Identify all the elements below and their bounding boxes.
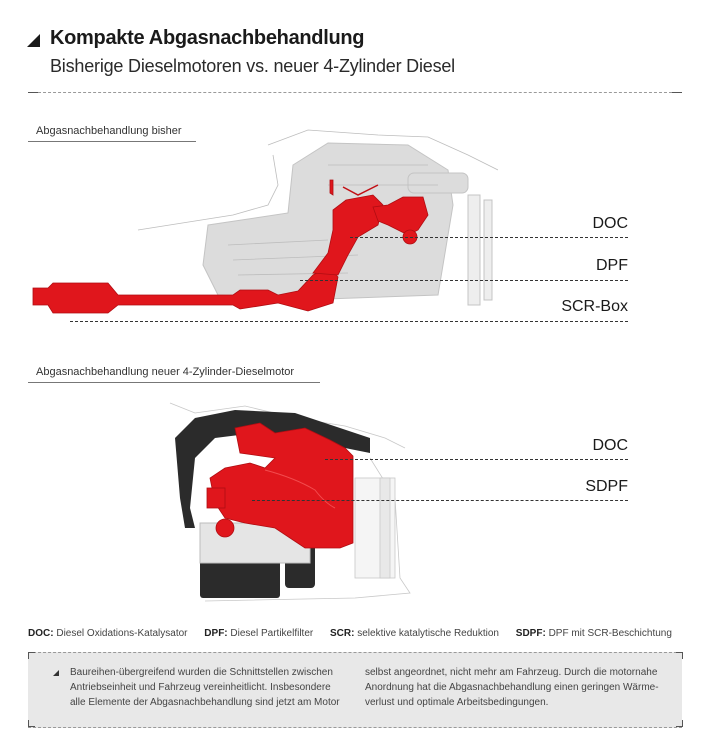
callout-label-sdpf: SDPF <box>585 478 628 495</box>
callout-label-scr-box: SCR-Box <box>561 298 628 315</box>
abbreviation-legend: DOC: Diesel Oxidations-Katalysator DPF: … <box>28 628 686 639</box>
info-box-corner-tl <box>28 652 35 659</box>
legend-item-doc: DOC: Diesel Oxidations-Katalysator <box>28 628 188 639</box>
callout-line-scr-box <box>70 321 628 322</box>
header-divider <box>28 92 682 93</box>
callout-line-dpf-old <box>300 280 628 281</box>
info-box <box>28 652 682 728</box>
new-engine-illustration <box>169 402 411 602</box>
callout-label-doc-old: DOC <box>592 215 628 232</box>
divider-cap-right <box>672 92 682 93</box>
page-title: Kompakte Abgasnachbehandlung <box>50 27 365 49</box>
info-box-corner-bl <box>28 720 35 727</box>
divider-cap-left <box>28 92 38 93</box>
info-text-col1: Baureihen-übergreifend wurden die Schnit… <box>70 667 340 708</box>
section-label-new: Abgasnachbehandlung neuer 4-Zylinder-Die… <box>28 366 320 383</box>
info-text-col2: selbst angeordnet, nicht mehr am Fahrzeu… <box>365 667 659 708</box>
legend-item-sdpf: SDPF: DPF mit SCR-Beschichtung <box>515 628 672 639</box>
info-box-corner-tr <box>676 652 683 659</box>
callout-line-sdpf <box>252 500 628 501</box>
callout-label-doc-new: DOC <box>592 437 628 454</box>
old-engine-illustration <box>32 129 498 314</box>
section-label-old: Abgasnachbehandlung bisher <box>28 125 196 142</box>
info-bullet-triangle-icon <box>53 670 59 676</box>
legend-item-scr: SCR: selektive katalytische Reduktion <box>330 628 499 639</box>
page-subtitle: Bisherige Dieselmotoren vs. neuer 4-Zyli… <box>50 56 455 76</box>
info-box-corner-br <box>676 720 683 727</box>
callout-line-doc-old <box>350 237 628 238</box>
callout-line-doc-new <box>325 459 628 460</box>
callout-label-dpf-old: DPF <box>596 257 628 274</box>
header-triangle-icon <box>27 34 40 47</box>
legend-item-dpf: DPF: Diesel Partikelfilter <box>204 628 314 639</box>
